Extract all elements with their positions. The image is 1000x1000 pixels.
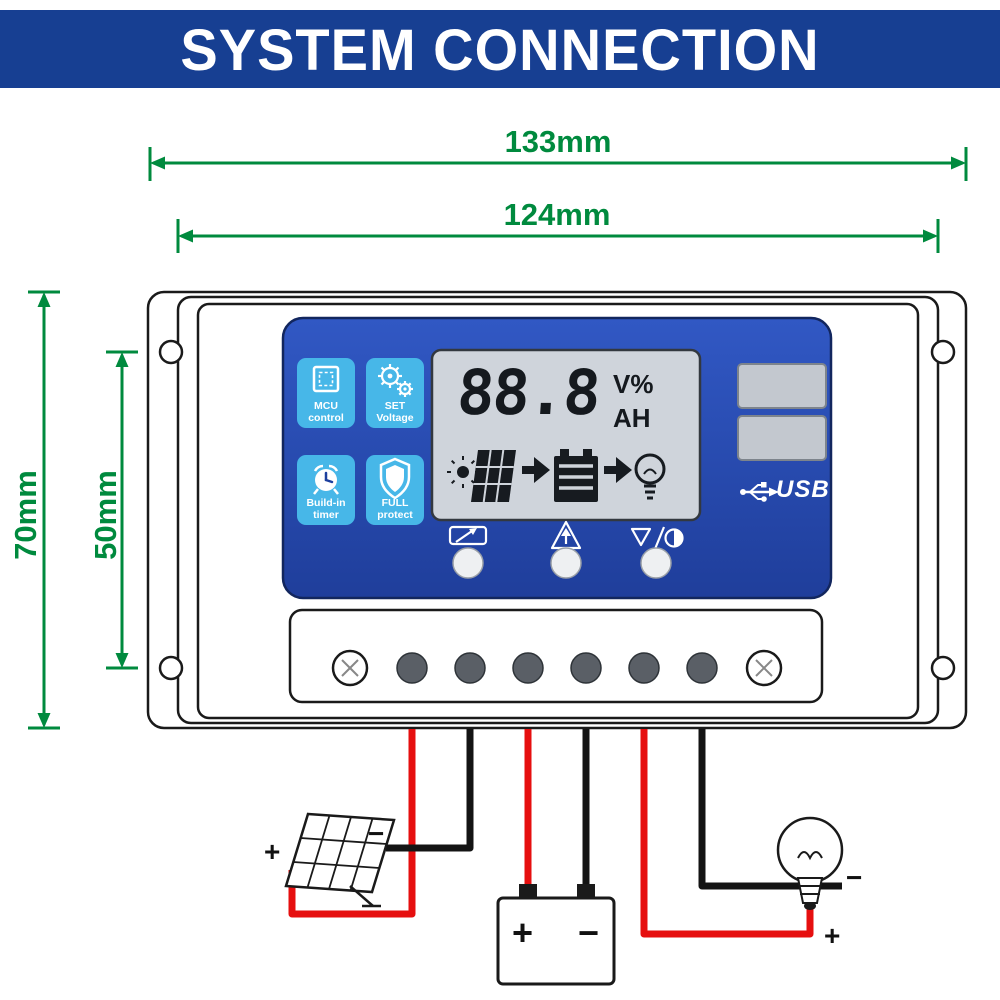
tile-label: FULL [381,497,409,509]
tile-label: Voltage [376,411,414,424]
button-1 [452,547,484,579]
tile-build-in-timer: Build-in timer [297,455,355,525]
dimension-outer-height: 70mm [8,470,43,560]
usb-trident-icon [740,482,779,502]
load-positive-wire [640,729,814,938]
tile-label: protect [377,508,413,521]
load-negative-wire [698,729,842,890]
usb-label: USB [776,476,830,503]
solar-negative-wire [386,729,474,852]
shield-icon [379,457,411,500]
battery-minus-label: − [578,912,600,953]
display-mode-icon [630,526,684,550]
lcd-value: 88.8 [454,356,602,429]
bulb-drawing [776,816,844,910]
tile-label: control [308,411,344,424]
header-banner: SYSTEM CONNECTION [0,10,1000,88]
lcd-arrow-icon [604,457,632,483]
solar-minus-label: − [368,818,385,849]
wire-terminals [396,652,718,684]
lcd-unit-amp-hour: AH [613,403,651,433]
mounting-holes [158,339,956,681]
tile-set-voltage: SET Voltage [366,358,424,428]
page-title: SYSTEM CONNECTION [180,15,820,83]
tile-label: Build-in [306,497,346,509]
control-buttons [452,547,672,579]
lcd-screen [430,348,702,522]
button-3 [640,547,672,579]
battery-plus-label: + [512,912,534,953]
bulb-plus-label: + [824,920,841,951]
tile-label: MCU [314,400,338,412]
lcd-sun-icon [447,456,479,488]
gears-icon [378,364,413,397]
terminal-block [288,608,824,704]
solar-positive-wire [288,729,416,918]
dimension-inner-width: 124mm [503,197,611,232]
tile-mcu-control: MCU control [297,358,355,428]
bulb-minus-label: − [846,862,863,893]
button-2 [550,547,582,579]
solar-panel-drawing [284,812,396,908]
load-mode-icon [448,525,488,546]
tile-label: SET [384,400,406,412]
lcd-unit-volt-percent: V% [613,369,654,399]
mcu-chip-icon [312,365,340,393]
solar-plus-label: + [264,836,281,867]
lcd-bulb-icon [634,453,666,500]
tile-label: timer [313,508,339,521]
lcd-solar-panel-icon [471,449,516,503]
wires [288,729,842,938]
usb-ports [737,363,827,461]
dimension-outer-width: 133mm [504,124,612,159]
tile-full-protect: FULL protect [366,455,424,525]
dimension-lines [28,147,968,730]
lcd-arrow-icon [522,457,550,483]
battery-drawing [496,884,616,986]
dimension-inner-height: 50mm [88,470,123,560]
lcd-battery-icon [554,449,598,502]
alarm-clock-icon [313,464,339,495]
